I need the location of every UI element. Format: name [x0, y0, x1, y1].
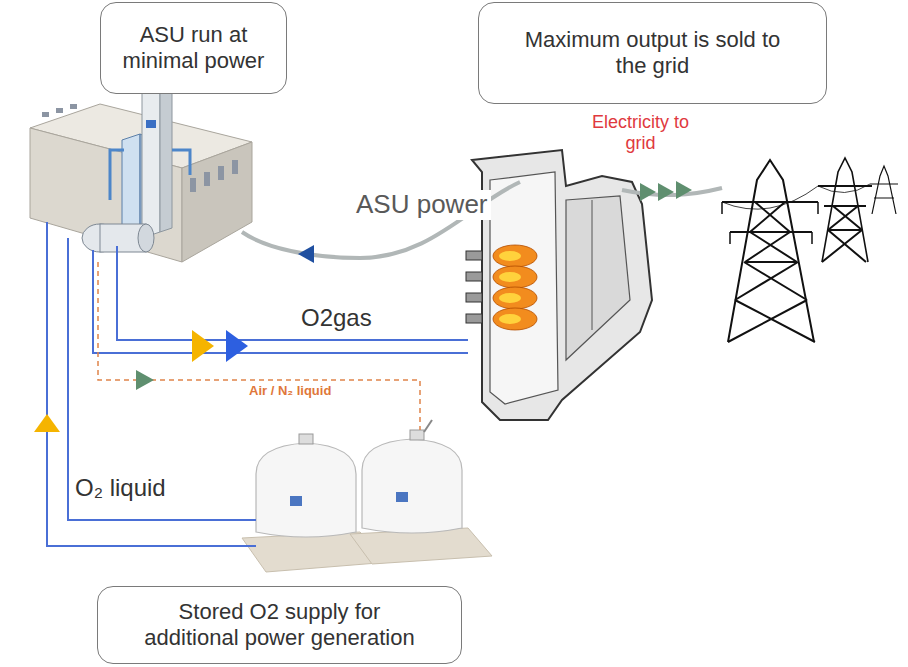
- callout-box: Stored O2 supply for additional power ge…: [97, 586, 462, 664]
- callout-text: Maximum output is sold to the grid: [519, 27, 786, 80]
- flow-arrows: [34, 181, 692, 432]
- callout-text: Stored O2 supply for additional power ge…: [133, 599, 426, 652]
- callout-text: ASU run at minimal power: [111, 22, 276, 75]
- flow-label: Air / N₂ liquid: [246, 384, 334, 399]
- flow-label: O₂ liquid: [72, 474, 169, 502]
- flow-lines: [47, 182, 722, 546]
- flow-label: ASU power: [353, 190, 491, 220]
- power-grid: [722, 158, 898, 342]
- callout-box: Maximum output is sold to the grid: [478, 2, 827, 104]
- callout-box: ASU run at minimal power: [100, 2, 287, 94]
- storage-tanks: [242, 420, 492, 572]
- flow-label: Electricity to grid: [583, 112, 698, 153]
- flow-label: O2gas: [298, 304, 375, 332]
